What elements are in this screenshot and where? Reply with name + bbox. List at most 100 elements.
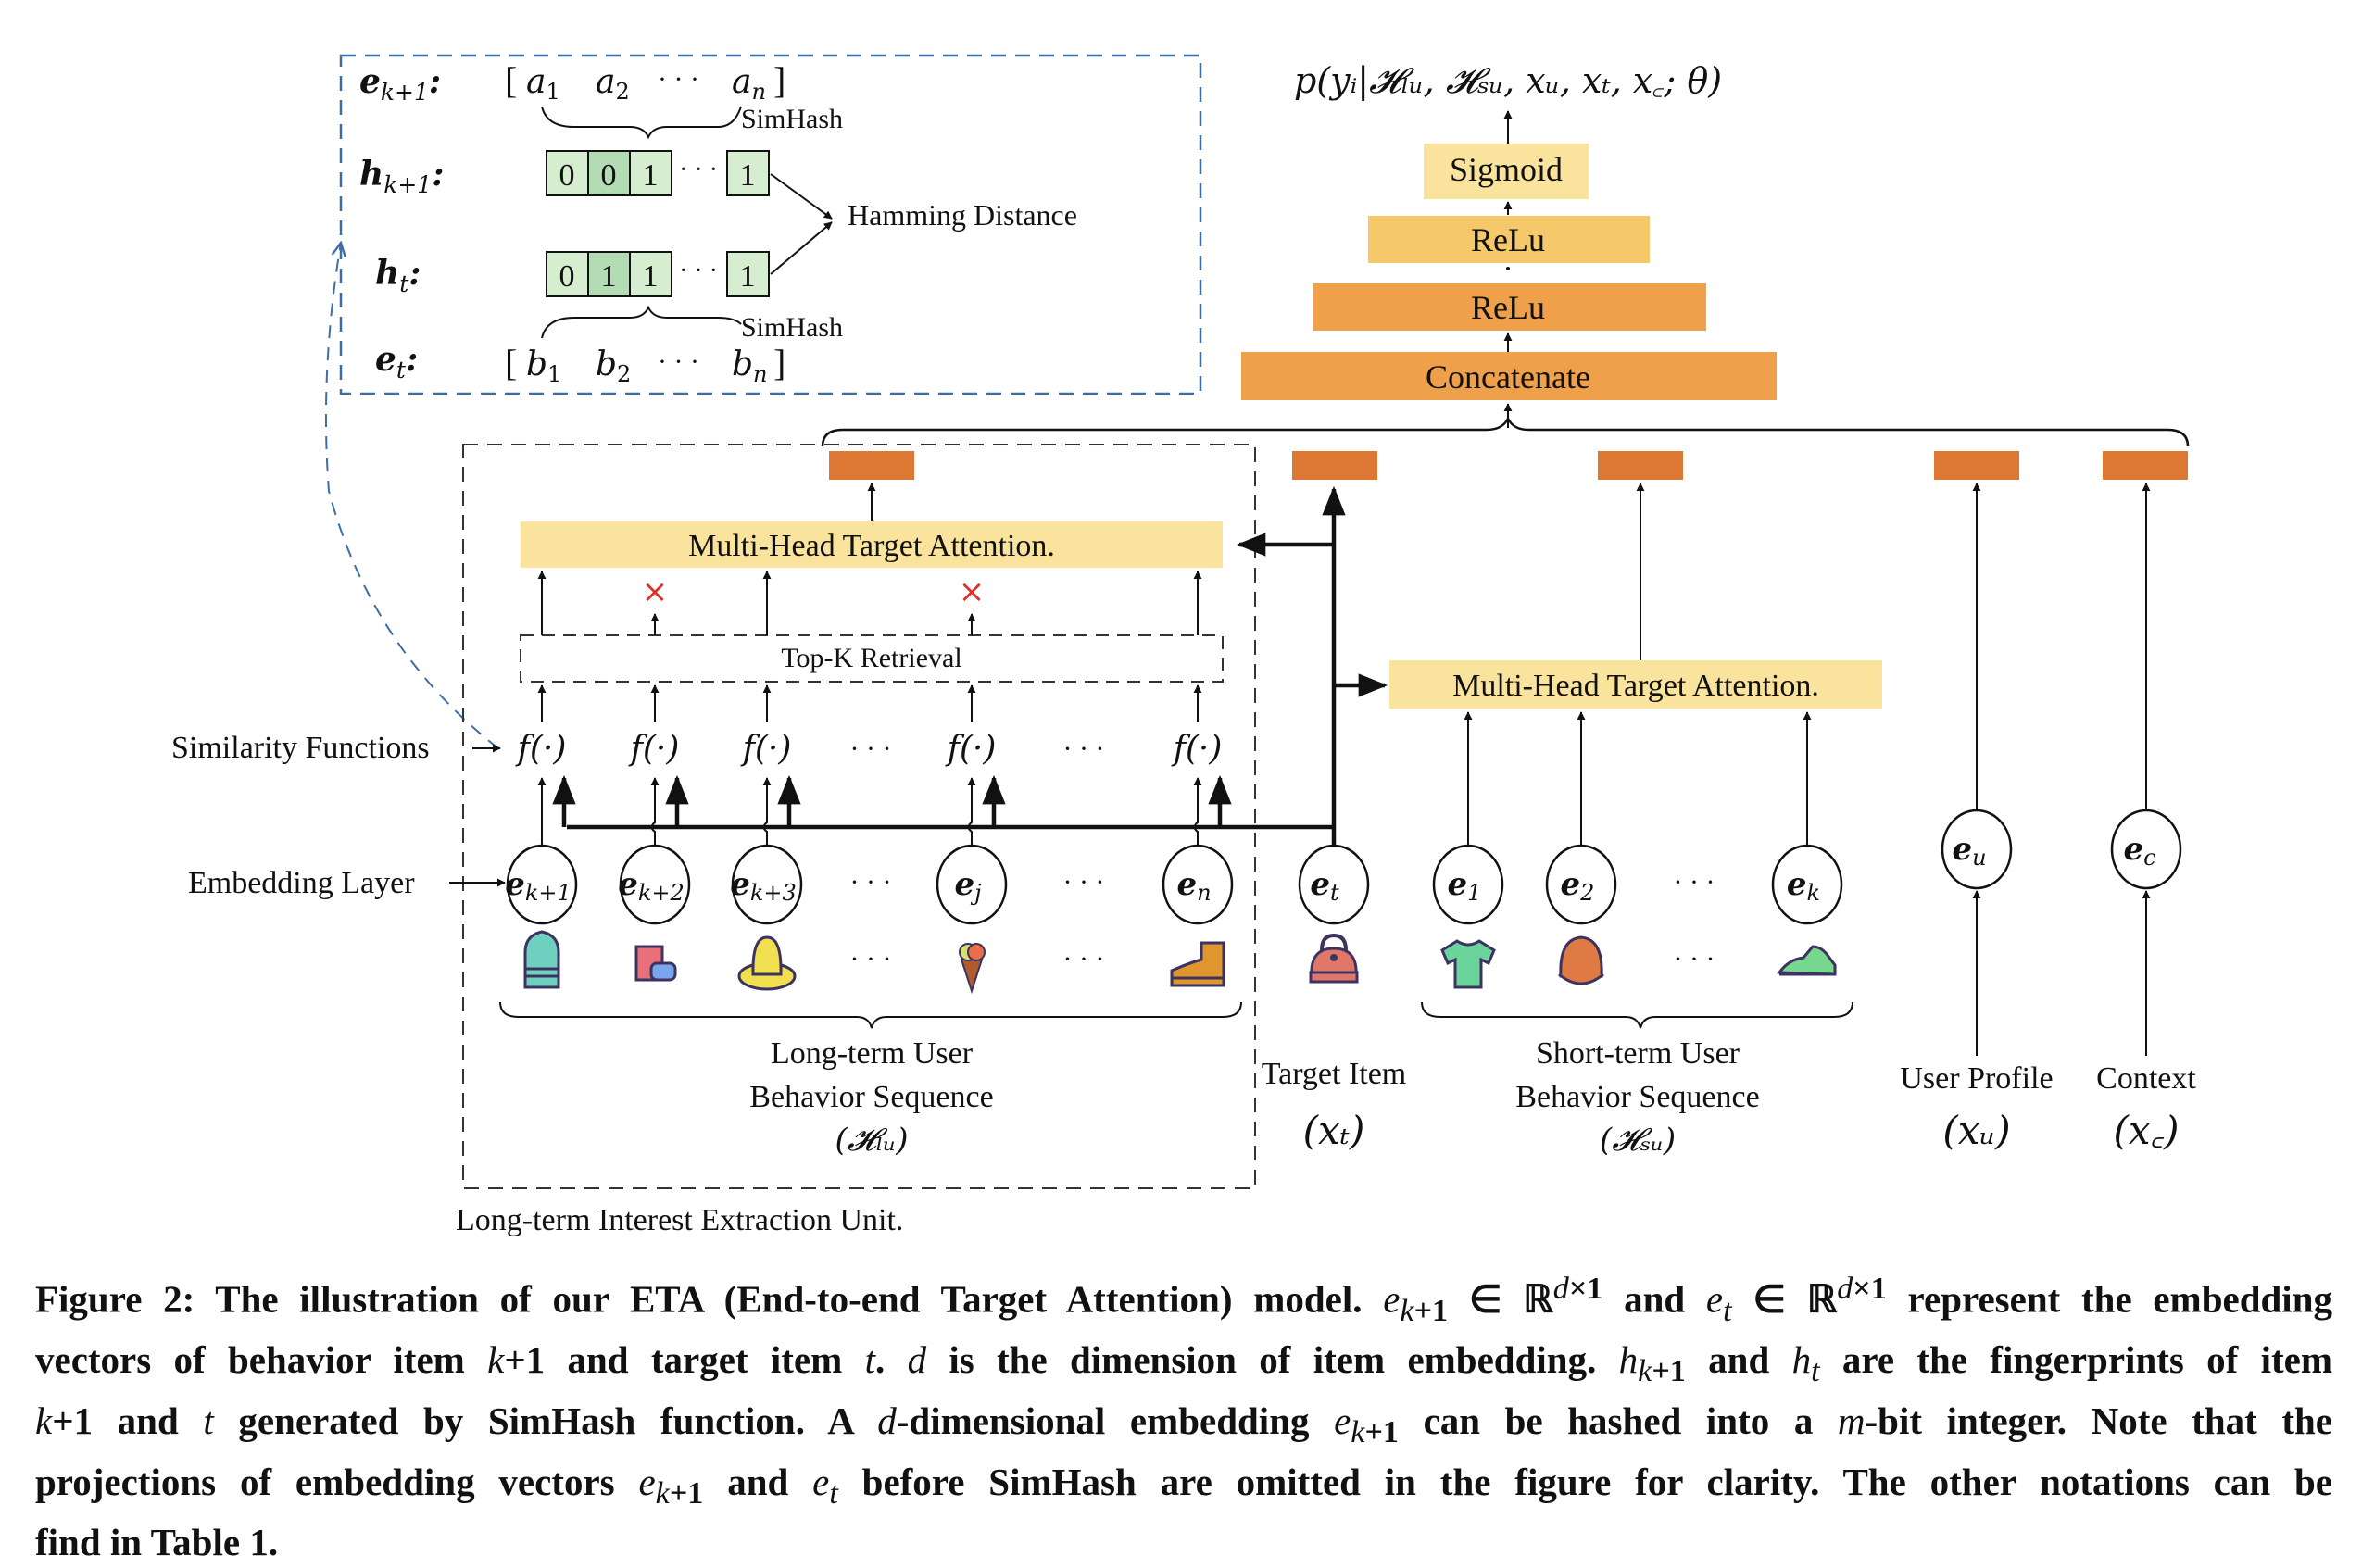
sneaker-icon	[1777, 945, 1837, 976]
short-term-attention-block	[1389, 660, 1882, 709]
short-term-embedding-label: e2	[1561, 866, 1595, 906]
eta-model-diagram: ek+1: hk+1: ht: et: [ a1 a2 · · · an ] S…	[171, 54, 2196, 1237]
long-term-sequence-brace	[499, 1001, 1242, 1029]
caption-line: Figure 2: The illustration of our ETA (E…	[35, 1272, 2332, 1328]
rejected-mark-icon: ×	[959, 573, 986, 610]
vector-e-t: [ b1 b2 · · · bn ]	[505, 342, 785, 387]
context-output-box	[2103, 451, 2188, 480]
user-profile-label: User Profile	[1900, 1061, 2053, 1096]
simhash-label-bottom: SimHash	[741, 312, 843, 343]
simhash-brace-bottom	[541, 305, 742, 339]
bit-value: 0	[601, 158, 617, 193]
target-item-symbol: (xₜ)	[1303, 1108, 1365, 1153]
long-term-attention-label: Multi-Head Target Attention.	[688, 529, 1055, 563]
relu-label-2: ReLu	[1471, 221, 1545, 258]
short-term-columns: e1 e2 ek	[1432, 711, 1843, 989]
user-profile-output-box	[1934, 451, 2019, 480]
short-term-ellipsis: · · ·	[1674, 867, 1715, 897]
long-term-embedding-label: ek+1	[505, 866, 572, 906]
icon-row-ellipsis: · · ·	[1063, 944, 1105, 974]
connector-dot	[1506, 267, 1510, 270]
long-term-embedding-label: ek+3	[730, 866, 797, 906]
embedding-row-ellipsis: · · ·	[1063, 867, 1105, 897]
user-profile-symbol: (xᵤ)	[1942, 1108, 2010, 1153]
row-label-e-k1: ek+1:	[359, 62, 441, 106]
long-term-sequence-label-1: Long-term User	[771, 1036, 974, 1071]
short-term-embedding-node	[1771, 844, 1843, 925]
top-k-retrieval-label: Top-K Retrieval	[781, 643, 961, 673]
bit-value: 1	[601, 259, 617, 294]
embedding-to-similarity-arrow	[762, 777, 772, 846]
short-term-embedding-label: e1	[1448, 866, 1482, 906]
long-term-column: en f(·)	[1162, 571, 1234, 987]
short-term-sequence-brace	[1421, 1001, 1853, 1029]
long-term-columns: ek+1f(·)ek+2f(·)×ek+3f(·)ejf(·)×enf(·)	[505, 571, 1234, 995]
bit-value: 1	[643, 158, 659, 193]
target-embedding-label: et	[1310, 866, 1339, 906]
cap-icon	[1558, 935, 1604, 985]
bit-value: 1	[740, 158, 756, 193]
bit-ellipsis: · · ·	[679, 257, 718, 285]
short-term-column: ek	[1771, 711, 1843, 976]
relu-label-1: ReLu	[1471, 289, 1545, 326]
user-profile-embedding-label: eu	[1952, 831, 1986, 871]
long-term-column: ek+1f(·)	[505, 571, 578, 989]
short-term-column: e1	[1432, 711, 1504, 989]
user-profile-section: eu User Profile (xᵤ)	[1900, 483, 2054, 1153]
target-item-label: Target Item	[1262, 1057, 1407, 1091]
output-probability-formula: p(yᵢ|𝓗ₗᵤ, 𝓗ₛᵤ, xᵤ, xₜ, x꜀; θ)	[1294, 60, 1722, 101]
hamming-arrow-top	[770, 173, 833, 220]
long-term-unit-border	[462, 444, 1256, 1189]
bit-value: 0	[559, 259, 575, 294]
boot-icon	[1170, 941, 1225, 987]
concatenate-label: Concatenate	[1426, 358, 1590, 395]
target-bus	[567, 485, 1388, 845]
bit-value: 1	[740, 259, 756, 294]
concatenate-brace	[821, 416, 2190, 447]
caption-line: vectors of behavior item k+1 and target …	[35, 1338, 2333, 1389]
long-term-attention-block	[521, 521, 1223, 568]
bit-cell	[629, 150, 672, 196]
handbag-icon	[1309, 933, 1359, 984]
hamming-distance-label: Hamming Distance	[848, 198, 1077, 232]
vector-a-element: a2	[596, 63, 630, 105]
row-label-e-t: et:	[375, 340, 418, 383]
long-term-sequence-symbol: (𝓗ₗᵤ)	[835, 1122, 908, 1159]
simhash-panel-border	[339, 54, 1202, 395]
context-embedding-node	[2110, 809, 2182, 890]
top-k-retrieval-block	[520, 634, 1224, 683]
bit-cell	[629, 251, 672, 297]
sigmoid-layer	[1424, 144, 1589, 199]
similarity-function: f(·)	[945, 730, 997, 768]
fingerprint-h-k1: 0 0 1 · · · 1	[546, 150, 770, 196]
vector-e-k1: [ a1 a2 · · · an ]	[505, 59, 785, 105]
bit-value: 0	[559, 158, 575, 193]
long-term-embedding-label: en	[1176, 866, 1211, 906]
output-stack: p(yᵢ|𝓗ₗᵤ, 𝓗ₛᵤ, xᵤ, xₜ, x꜀; θ) Sigmoid Re…	[821, 60, 2190, 447]
short-term-icon-ellipsis: · · ·	[1674, 944, 1715, 974]
bit-ellipsis: · · ·	[679, 156, 718, 184]
long-term-column: ejf(·)×	[936, 573, 1008, 995]
similarity-function: f(·)	[1171, 730, 1223, 768]
simhash-label-top: SimHash	[741, 104, 843, 134]
long-term-column: ek+2f(·)×	[618, 573, 691, 982]
short-term-output-box	[1598, 451, 1683, 480]
short-term-sequence-label-2: Behavior Sequence	[1515, 1080, 1759, 1114]
bit-value: 1	[643, 259, 659, 294]
relu-layer-1	[1313, 283, 1706, 331]
vector-b-element: b1	[526, 345, 561, 387]
relu-layer-2	[1368, 216, 1650, 263]
caption-line: find in Table 1.	[35, 1521, 279, 1564]
hat-icon	[737, 935, 797, 991]
fingerprint-h-t: 0 1 1 · · · 1	[546, 251, 770, 297]
embedding-to-similarity-arrow	[650, 777, 660, 846]
vector-b-element: bn	[732, 345, 768, 387]
row-label-h-t: ht:	[375, 254, 421, 297]
bit-cell	[587, 251, 631, 297]
simhash-panel: ek+1: hk+1: ht: et: [ a1 a2 · · · an ] S…	[339, 54, 1202, 395]
row-label-h-k1: hk+1:	[359, 155, 445, 198]
figure-caption: Figure 2: The illustration of our ETA (E…	[35, 1264, 2332, 1568]
caption-line: k+1 and t generated by SimHash function.…	[35, 1399, 2333, 1450]
tshirt-icon	[1440, 939, 1496, 989]
vector-a-ellipsis: · · ·	[658, 64, 699, 94]
